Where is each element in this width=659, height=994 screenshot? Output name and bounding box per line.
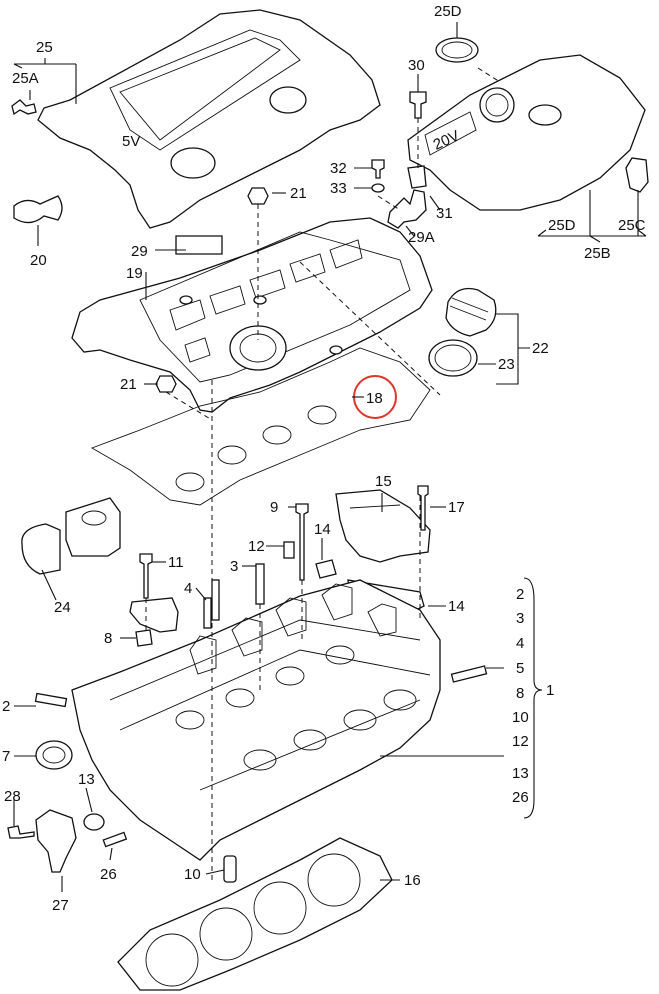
cylinder-head [71,579,441,861]
label-9: 9 [270,499,278,516]
label-1: 1 [546,682,554,699]
label-16: 16 [404,872,421,889]
label-25b: 25B [584,245,611,262]
stud-2 [34,692,68,708]
seal-13 [83,813,105,831]
head-gasket-16 [117,837,393,991]
seal-23 [428,339,478,377]
leader-lines [13,22,647,892]
block-14 [315,559,337,579]
label-31: 31 [436,205,453,222]
label-7: 7 [2,748,10,765]
label-27: 27 [52,897,69,914]
label-21-top: 21 [290,185,307,202]
label-25a: 25A [12,70,39,87]
label-23: 23 [498,356,515,373]
stud-3 [255,563,265,605]
oil-filler-cap-22 [445,287,497,337]
label-14-right: 14 [448,598,465,615]
washer-33 [371,183,385,193]
label-2: 2 [2,698,10,715]
label-20: 20 [30,252,47,269]
label-21-left: 21 [120,376,137,393]
label-25d-top: 25D [434,3,462,20]
assembly-lines [145,67,501,880]
gasket-18 [90,347,431,506]
guide-10 [223,855,237,883]
nut-21-top [247,187,269,205]
seal-7 [35,740,73,770]
label-19: 19 [126,265,143,282]
clip-25a [11,99,37,116]
bolt-17 [417,485,429,531]
clip-31 [407,165,427,189]
gasket-29 [175,235,223,255]
label-r4: 4 [516,635,524,652]
bolt-9 [295,503,309,581]
bearing-cap-11 [129,597,179,633]
nut-21-left [155,375,177,393]
label-4: 4 [184,580,192,597]
stud-4a [203,597,212,629]
label-8: 8 [104,630,112,647]
label-22: 22 [532,340,549,357]
label-33: 33 [330,180,347,197]
label-28: 28 [4,788,21,805]
engine-cover-25: 5V [37,9,381,229]
label-32: 32 [330,160,347,177]
bolt-28 [7,825,35,839]
label-29: 29 [131,243,148,260]
sensor-27 [35,809,77,873]
label-r10: 10 [512,709,529,726]
cover-text-5v: 5V [122,133,140,150]
bracket-29a [387,189,427,229]
label-r3: 3 [516,610,524,627]
label-r8: 8 [516,685,524,702]
label-10: 10 [184,866,201,883]
label-11: 11 [168,554,184,571]
engine-cover-25b: 20V [407,54,646,211]
cylinder-head-cover-19 [71,217,433,413]
label-r12: 12 [512,733,529,750]
bolt-11 [139,553,153,599]
label-25d-bottom: 25D [548,217,576,234]
label-13: 13 [78,771,95,788]
label-r13: 13 [512,765,529,782]
label-12: 12 [248,538,265,555]
cap-8 [135,629,153,647]
stud-4b [211,579,220,621]
bearing-shell-24 [21,497,121,575]
bolt-30 [409,91,427,119]
label-30: 30 [408,57,425,74]
label-24: 24 [54,599,71,616]
label-15: 15 [375,473,392,490]
label-18: 18 [366,390,383,407]
label-25c: 25C [618,217,646,234]
labels: 25 25A 20 29 19 21 21 25D 30 32 33 31 29… [2,3,646,914]
stud-5 [450,665,488,683]
label-r5: 5 [516,660,524,677]
label-17: 17 [448,499,465,516]
label-3: 3 [230,558,238,575]
clip-25c [625,157,649,193]
label-26: 26 [100,866,117,883]
sleeve-12 [283,541,295,559]
label-29a: 29A [408,229,435,246]
label-25: 25 [36,39,53,56]
hose-20 [13,195,63,224]
bolt-32 [371,159,385,179]
stud-26 [102,831,128,848]
bracket-15 [335,489,431,563]
label-r26: 26 [512,789,529,806]
label-14-top: 14 [314,521,331,538]
label-r2: 2 [516,586,524,603]
